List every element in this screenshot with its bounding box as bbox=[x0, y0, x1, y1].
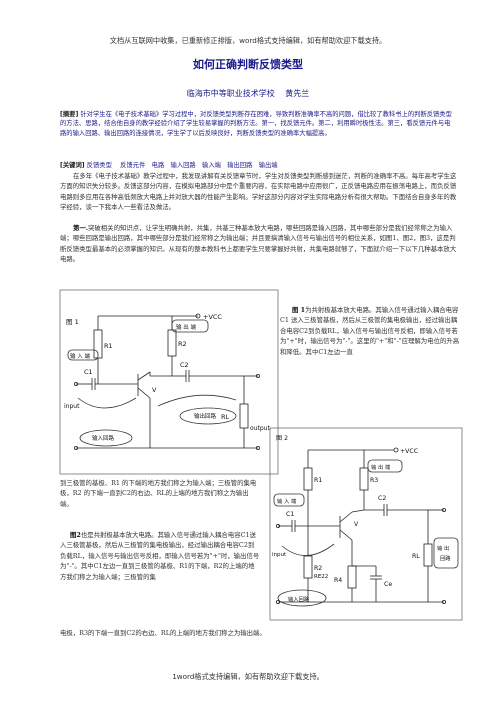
figure-1-description: 图 1为共射极基本放大电路。其输入信号通过输入耦合电容 C1 送入三极管基极，然… bbox=[280, 305, 460, 357]
figure-2-circuit: 图 2 +VCC R1 R3 C1 C2 V R2 RE22 R4 Ce RL … bbox=[269, 427, 463, 621]
page-header: 文档从互联网中收集，已重新修正排版，word格式支持编辑，如有帮助欢迎下载支持。 bbox=[109, 36, 387, 45]
fig1-in-loop: 输入回路 bbox=[92, 434, 115, 442]
fig1-r2: R2 bbox=[178, 340, 187, 348]
section-one-paragraph: 第一.突破相关的知识点，让学生明确共射，共集，共基三种基本放大电路，哪些回路是输… bbox=[60, 223, 462, 265]
fig2-out-loop-b: 回路 bbox=[440, 554, 451, 562]
figure-2-description: 图2也是共射极基本放大电路。其输入信号通过输入耦合电容C1送入三极管基极，然后从… bbox=[60, 530, 260, 582]
fig1-input: input bbox=[64, 403, 80, 410]
fig2-input: input bbox=[272, 552, 287, 558]
section-one-text: 突破相关的知识点，让学生明确共射，共集，共基三种基本放大电路，哪些回路是输入回路… bbox=[60, 224, 457, 264]
figure-1-circuit: 图 1 +VCC R1 R2 C1 C2 V RL input output 输… bbox=[59, 289, 279, 475]
figure-2-text: 也是共射极基本放大电路。其输入信号通过输入耦合电容C1送入三极管基极，然后从三极… bbox=[60, 531, 260, 581]
fig2-r2: R2 bbox=[314, 565, 322, 572]
fig2-in-end: 输 入 端 bbox=[277, 497, 297, 505]
fig2-in-loop: 输入回路 bbox=[288, 595, 310, 603]
fig2-r4: R4 bbox=[334, 577, 342, 584]
page-footer: 1word格式支持编辑，如有帮助欢迎下载支持。 bbox=[172, 672, 324, 681]
fig2-r3: R3 bbox=[370, 477, 378, 484]
abstract: [摘要] 针对学生在《电子技术基础》学习过程中，对反馈类型判断存在困难，导致判断… bbox=[60, 110, 456, 138]
fig2-out-loop-a: 输 出 bbox=[437, 544, 449, 552]
fig1-c1: C1 bbox=[84, 368, 93, 376]
fig2-re22: RE22 bbox=[314, 574, 328, 580]
fig1-in-end: 输 入 端 bbox=[70, 352, 90, 360]
figure-2-lead: 图2 bbox=[70, 531, 81, 539]
fig1-r1: R1 bbox=[104, 342, 113, 350]
fig2-c2: C2 bbox=[378, 495, 386, 502]
fig1-output: output bbox=[250, 425, 270, 432]
fig2-label: 图 2 bbox=[276, 435, 288, 442]
fig2-r1: R1 bbox=[314, 477, 322, 484]
keywords-text: 反馈类型 反馈元件 电路 输入回路 输入端 输出回路 输出端 bbox=[86, 162, 278, 169]
fig2-out-end: 输 出 端 bbox=[371, 463, 391, 471]
doc-author: 临海市中等职业技术学校 黄先兰 bbox=[186, 89, 310, 98]
abstract-text: 针对学生在《电子技术基础》学习过程中，对反馈类型判断存在困难，导致判断准确率不高… bbox=[60, 111, 452, 137]
fig1-rl: RL bbox=[221, 413, 230, 421]
doc-title: 如何正确判断反馈类型 bbox=[193, 58, 303, 71]
fig2-v: V bbox=[354, 521, 359, 528]
keywords: [关键词] 反馈类型 反馈元件 电路 输入回路 输入端 输出回路 输出端 bbox=[60, 160, 460, 169]
fig1-v: V bbox=[152, 386, 157, 394]
figure-2-description-continued: 电极，R3的下端一直到C2的右边、RL的上端的地方我们称之为输出端。 bbox=[60, 629, 266, 637]
figure-1-text: 为共射极基本放大电路。其输入信号通过输入耦合电容 C1 送入三极管基极，然后从三… bbox=[280, 306, 460, 356]
fig1-c2: C2 bbox=[180, 361, 189, 369]
section-one-lead: 第一. bbox=[73, 224, 89, 232]
fig2-rl: RL bbox=[412, 553, 420, 560]
fig1-label: 图 1 bbox=[66, 318, 79, 326]
fig2-c1: C1 bbox=[286, 511, 294, 518]
fig1-vcc: +VCC bbox=[203, 313, 222, 321]
figure-1-description-continued: 到三极管的基极、R1 的下端的地方我们称之为输入端；三极管的集电极，R2 的下端… bbox=[60, 479, 257, 508]
fig1-out-loop: 输出回路 bbox=[194, 412, 217, 420]
keywords-tag: [关键词] bbox=[60, 162, 85, 169]
fig2-vcc: +VCC bbox=[400, 448, 418, 455]
fig1-out-end: 输 出 端 bbox=[176, 323, 196, 331]
abstract-tag: [摘要] bbox=[60, 111, 79, 118]
intro-paragraph: 在多年《电子技术基础》教学过程中，我发现讲解有关反馈章节时，学生对反馈类型判断感… bbox=[60, 172, 457, 212]
fig2-ce: Ce bbox=[384, 581, 392, 588]
figure-1-lead: 图 1 bbox=[292, 306, 306, 314]
